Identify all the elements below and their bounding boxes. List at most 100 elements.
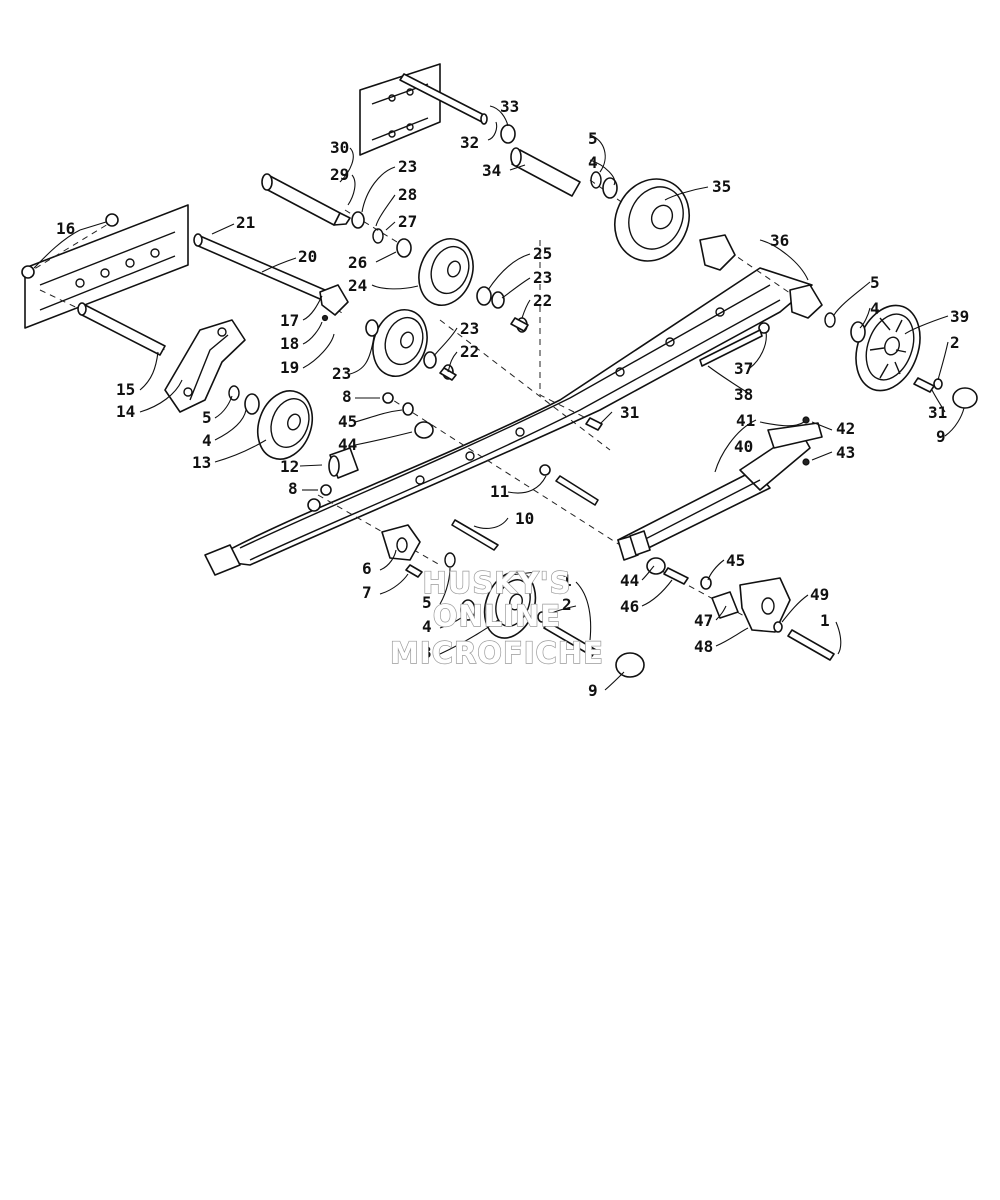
callout-46: 46 [620, 597, 639, 616]
callout-40: 40 [734, 437, 753, 456]
callout-4-left: 4 [202, 431, 212, 450]
washers [351, 124, 943, 633]
callout-2-b: 2 [950, 333, 960, 352]
callout-18: 18 [280, 334, 299, 353]
idler-wheel-23 [372, 309, 428, 377]
watermark-line-2: ONLINE [433, 599, 561, 633]
callout-48: 48 [694, 637, 713, 656]
arm-plate-41 [767, 422, 823, 449]
callout-27: 27 [398, 212, 417, 231]
callout-20: 20 [298, 247, 317, 266]
callout-16: 16 [56, 219, 75, 238]
bracket-48 [739, 577, 791, 633]
callout-8-a: 8 [342, 387, 352, 406]
callout-1-b: 1 [820, 611, 830, 630]
callout-28: 28 [398, 185, 417, 204]
snap-rings [228, 171, 836, 568]
callout-9-a: 9 [588, 681, 598, 700]
callout-4-top: 4 [588, 153, 598, 172]
callout-5-left: 5 [202, 408, 212, 427]
callout-9-b: 9 [936, 427, 946, 446]
watermark: HUSKY'S ONLINE MICROFICHE [389, 565, 604, 670]
callout-23-a: 23 [398, 157, 417, 176]
callout-5-top: 5 [588, 129, 598, 148]
callout-37: 37 [734, 359, 753, 378]
callout-8-b: 8 [288, 479, 298, 498]
bracket-14 [164, 319, 246, 413]
callout-31-b: 31 [928, 403, 947, 422]
callout-42: 42 [836, 419, 855, 438]
idler-wheel-24 [418, 238, 474, 306]
callout-3: 3 [422, 643, 432, 662]
callout-22-a: 22 [533, 291, 552, 310]
caps [615, 387, 978, 678]
axle-15 [77, 302, 166, 356]
callout-24: 24 [348, 276, 367, 295]
callout-32: 32 [460, 133, 479, 152]
callout-10: 10 [515, 509, 534, 528]
callout-49: 49 [810, 585, 829, 604]
callout-33: 33 [500, 97, 519, 116]
callout-7: 7 [362, 583, 372, 602]
bracket-6 [381, 524, 421, 561]
callout-22-b: 22 [460, 342, 479, 361]
callout-15: 15 [116, 380, 135, 399]
swing-arm-40 [617, 429, 811, 561]
callout-30: 30 [330, 138, 349, 157]
axle-20 [193, 233, 326, 300]
callout-23-b: 23 [533, 268, 552, 287]
pivot-17 [319, 284, 349, 316]
callout-23-d: 23 [332, 364, 351, 383]
callout-2-a: 2 [562, 595, 572, 614]
idler-wheel-35 [614, 178, 690, 262]
shaft-spacer-34 [510, 147, 581, 197]
callout-35: 35 [712, 177, 731, 196]
callout-5-bottom: 5 [422, 593, 432, 612]
axle-30 [261, 173, 351, 226]
callout-31-a: 31 [620, 403, 639, 422]
watermark-line-3: MICROFICHE [390, 636, 604, 670]
callout-17: 17 [280, 311, 299, 330]
idler-wheel-3 [483, 571, 537, 639]
callout-43: 43 [836, 443, 855, 462]
callout-23-c: 23 [460, 319, 479, 338]
callout-29: 29 [330, 165, 349, 184]
callout-21: 21 [236, 213, 255, 232]
watermark-line-1: HUSKY'S [423, 566, 572, 600]
spacer-12 [328, 447, 359, 479]
callout-19: 19 [280, 358, 299, 377]
callout-44-a: 44 [338, 435, 357, 454]
callout-14: 14 [116, 402, 135, 421]
callout-5-right: 5 [870, 273, 880, 292]
idler-wheel-39 [855, 304, 921, 392]
callout-39: 39 [950, 307, 969, 326]
callout-45-a: 45 [338, 412, 357, 431]
callout-13: 13 [192, 453, 211, 472]
leader-lines [33, 105, 965, 691]
shaft-upper [399, 73, 488, 125]
callout-38: 38 [734, 385, 753, 404]
nuts [21, 213, 770, 512]
callout-11: 11 [490, 482, 509, 501]
callout-41: 41 [736, 411, 755, 430]
callout-4-bottom: 4 [422, 617, 432, 636]
callout-47: 47 [694, 611, 713, 630]
callout-labels: 33 32 34 5 4 35 30 29 23 28 27 26 24 25 … [56, 97, 969, 700]
cam-36 [699, 234, 823, 319]
callout-4-right: 4 [870, 299, 880, 318]
idler-wheel-13 [256, 390, 314, 460]
callout-12: 12 [280, 457, 299, 476]
spacer-47 [711, 591, 739, 619]
upper-frame-rail [359, 63, 441, 156]
small-fasteners [321, 314, 810, 466]
callout-34: 34 [482, 161, 501, 180]
callout-25: 25 [533, 244, 552, 263]
bolts [405, 317, 935, 661]
callout-36: 36 [770, 231, 789, 250]
callout-6: 6 [362, 559, 372, 578]
callout-26: 26 [348, 253, 367, 272]
callout-44-b: 44 [620, 571, 639, 590]
callout-45-b: 45 [726, 551, 745, 570]
callout-1-a: 1 [562, 571, 572, 590]
